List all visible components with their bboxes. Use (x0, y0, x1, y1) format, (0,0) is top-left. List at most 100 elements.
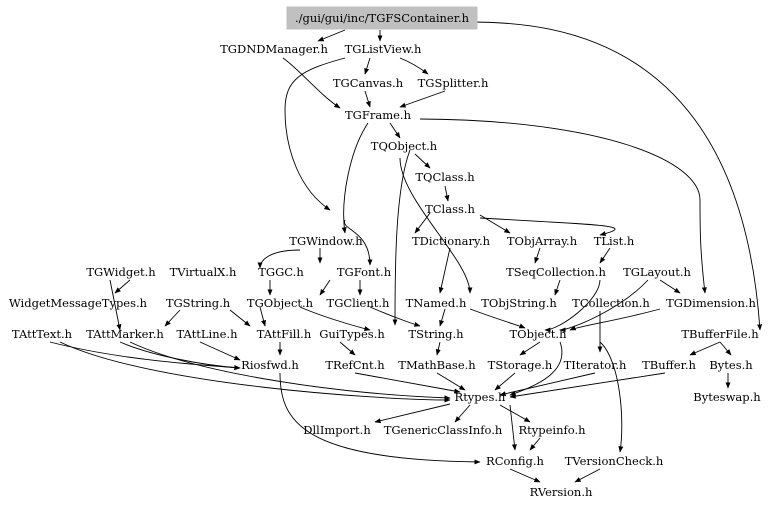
dependency-edge (534, 247, 541, 264)
node-tobjarray[interactable]: TObjArray.h (507, 234, 578, 248)
dependency-edge (479, 217, 616, 237)
dependency-edge (199, 341, 241, 361)
node-rtypes[interactable]: Rtypes.h (455, 390, 507, 404)
node-tgenericclassinfo[interactable]: TGenericClassInfo.h (384, 423, 503, 437)
dependency-edge (419, 118, 707, 294)
dependency-edge (109, 279, 122, 331)
dependency-edge (529, 437, 541, 451)
node-tgstring[interactable]: TGString.h (166, 296, 231, 310)
node-titerator[interactable]: TIterator.h (564, 358, 627, 372)
dependency-edge (469, 308, 526, 329)
node-byteswap[interactable]: Byteswap.h (693, 390, 761, 404)
dependency-edge (435, 341, 441, 356)
node-tgwidget[interactable]: TGWidget.h (86, 265, 156, 279)
node-tattline[interactable]: TAttLine.h (177, 327, 239, 341)
dependency-edge (544, 279, 601, 333)
node-tclass[interactable]: TClass.h (425, 202, 475, 216)
node-tmathbase[interactable]: TMathBase.h (398, 358, 476, 372)
node-tgdndmanager[interactable]: TGDNDManager.h (220, 42, 328, 56)
dependency-edge (299, 306, 371, 332)
dependency-edge (319, 279, 331, 296)
dependency-edge (344, 219, 373, 266)
node-tstorage[interactable]: TStorage.h (488, 358, 553, 372)
node-tstring[interactable]: TString.h (408, 327, 464, 341)
dependency-edge (438, 247, 451, 294)
dependency-edge (284, 57, 346, 211)
dependency-edge (339, 341, 356, 356)
node-tggc[interactable]: TGGC.h (258, 265, 304, 279)
dependency-edge (279, 372, 481, 465)
node-tcollection[interactable]: TCollection.h (572, 296, 650, 310)
node-dllimport[interactable]: DllImport.h (303, 423, 371, 437)
node-rconfig[interactable]: RConfig.h (486, 454, 544, 468)
node-tobject[interactable]: TObject.h (510, 327, 568, 341)
dependency-edge (574, 468, 601, 483)
dependency-edge (436, 372, 466, 391)
dependency-edge (499, 404, 531, 423)
node-tbuffer[interactable]: TBuffer.h (642, 358, 696, 372)
dependency-edge (444, 185, 450, 202)
dependency-edge (164, 309, 181, 327)
node-tgsplitter[interactable]: TGSplitter.h (418, 76, 489, 90)
node-tversioncheck[interactable]: TVersionCheck.h (565, 454, 664, 468)
dependency-edge (554, 279, 561, 296)
dependency-edge (719, 341, 732, 356)
dependency-edge (559, 279, 649, 333)
dependency-edge (439, 308, 446, 327)
dependency-edge (399, 157, 473, 294)
node-tgwindow[interactable]: TGWindow.h (289, 234, 363, 248)
dependency-edge (399, 90, 446, 108)
node-tbufferfile[interactable]: TBufferFile.h (681, 327, 759, 341)
dependency-edge (509, 404, 517, 451)
dependency-edge (509, 372, 666, 399)
dependency-edge (414, 212, 431, 234)
node-tqclass[interactable]: TQClass.h (415, 170, 475, 184)
dependency-edge (364, 90, 371, 108)
node-tvirtualx[interactable]: TVirtualX.h (170, 265, 237, 279)
node-tgfont[interactable]: TGFont.h (337, 265, 392, 279)
node-tgobject[interactable]: TGObject.h (247, 296, 314, 310)
dependency-edge (599, 341, 624, 453)
node-trefcnt[interactable]: TRefCnt.h (325, 358, 385, 372)
node-rtypeinfo[interactable]: Rtypeinfo.h (518, 423, 586, 437)
node-tattfill[interactable]: TAttFill.h (257, 327, 312, 341)
node-riosfwd[interactable]: Riosfwd.h (241, 358, 299, 372)
node-tglayout[interactable]: TGLayout.h (623, 265, 691, 279)
node-bytes[interactable]: Bytes.h (709, 358, 753, 372)
dependency-edge (317, 29, 346, 42)
dependency-edge (414, 153, 431, 169)
node-tseqcollection[interactable]: TSeqCollection.h (506, 265, 606, 279)
dependency-edge (389, 122, 401, 139)
dependency-edge (509, 468, 541, 483)
dependency-edge (114, 279, 131, 294)
dependency-edge (509, 341, 563, 396)
node-tqobject[interactable]: TQObject.h (371, 139, 438, 153)
node-tgdimension[interactable]: TGDimension.h (666, 296, 756, 310)
dependency-edge (469, 21, 763, 331)
node-tgcanvas[interactable]: TGCanvas.h (333, 76, 404, 90)
dependency-edge (49, 341, 241, 371)
node-tgclient[interactable]: TGClient.h (327, 296, 391, 310)
node-tdictionary[interactable]: TDictionary.h (412, 234, 491, 248)
nodes-layer: ./gui/gui/inc/TGFSContainer.h TGDNDManag… (9, 6, 761, 499)
dependency-edge (364, 57, 371, 75)
node-tatttext[interactable]: TAttText.h (12, 327, 73, 341)
node-tobjstring[interactable]: TObjString.h (481, 296, 557, 310)
dependency-edge (257, 249, 301, 269)
dependency-edge (479, 214, 511, 234)
node-guitypes[interactable]: GuiTypes.h (319, 327, 385, 341)
dependency-edge (374, 403, 451, 424)
dependency-edge (659, 279, 681, 294)
root-node-box[interactable] (286, 6, 478, 30)
dependency-edge (341, 122, 369, 234)
node-widgetmessagetypes[interactable]: WidgetMessageTypes.h (9, 296, 148, 310)
node-root[interactable]: ./gui/gui/inc/TGFSContainer.h (295, 11, 470, 25)
node-tglistview[interactable]: TGListView.h (345, 42, 422, 56)
node-rversion[interactable]: RVersion.h (530, 485, 593, 499)
dependency-edge (494, 372, 516, 391)
node-tnamed[interactable]: TNamed.h (406, 296, 467, 310)
node-tlist[interactable]: TList.h (594, 234, 635, 248)
dependency-edge (282, 57, 341, 109)
node-tattmarker[interactable]: TAttMarker.h (86, 327, 164, 341)
node-tgframe[interactable]: TGFrame.h (345, 108, 412, 122)
